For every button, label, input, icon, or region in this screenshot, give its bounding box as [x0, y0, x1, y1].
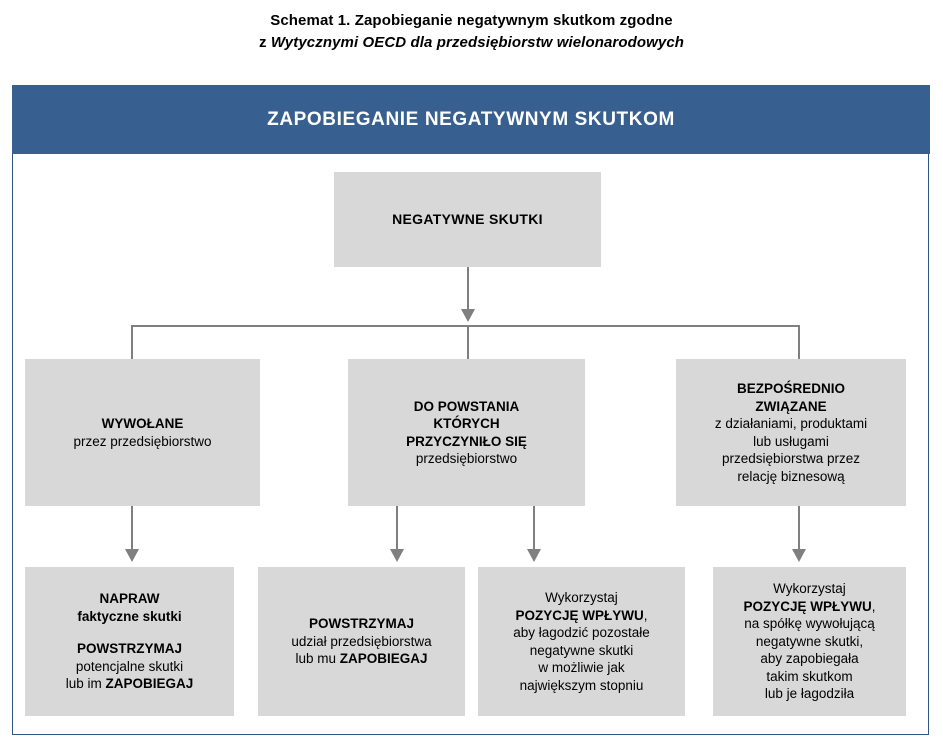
node-napraw-line-2: faktyczne skutki — [77, 608, 182, 624]
node-wywolane-heading: WYWOŁANE — [101, 416, 184, 431]
node-powstrzymaj-line-1: POWSTRZYMAJ — [308, 616, 414, 632]
node-bezposrednio-zwiazane-body-1: z działaniami, produktami — [714, 416, 868, 431]
node-pozycja-lagodzic-line-5: w możliwie jak — [538, 660, 625, 675]
node-pozycja-lagodzic-line-6: największym stopniu — [519, 677, 644, 693]
node-napraw-powstrzymaj-text: NAPRAW faktyczne skutki POWSTRZYMAJ pote… — [25, 590, 234, 693]
connector-mid-2-to-bot-2 — [396, 506, 398, 551]
node-bezposrednio-zwiazane: BEZPOŚREDNIO ZWIĄZANE z działaniami, pro… — [676, 359, 906, 506]
node-powstrzymaj-udzial-text: POWSTRZYMAJ udział przedsiębiorstwa lub … — [258, 615, 465, 668]
node-pozycja-spolka-line-2-suffix: , — [871, 598, 876, 614]
node-pozycja-wplywu-lagodzic: Wykorzystaj POZYCJĘ WPŁYWU, aby łagodzić… — [478, 567, 685, 716]
node-pozycja-wplywu-spolka-text: Wykorzystaj POZYCJĘ WPŁYWU, na spółkę wy… — [713, 580, 906, 703]
node-napraw-spacer — [31, 625, 228, 640]
node-pozycja-spolka-line-2-bold: POZYCJĘ WPŁYWU — [743, 598, 872, 614]
node-napraw-line-4: potencjalne skutki — [75, 658, 184, 674]
node-napraw-powstrzymaj: NAPRAW faktyczne skutki POWSTRZYMAJ pote… — [25, 567, 234, 716]
figure-title-line-2-prefix: z — [258, 34, 271, 51]
arrowhead-top-to-bus — [461, 309, 475, 322]
node-pozycja-lagodzic-line-2-bold: POZYCJĘ WPŁYWU — [515, 607, 644, 623]
arrowhead-mid-2-to-bot-2 — [390, 549, 404, 562]
connector-mid-1-to-bot-1 — [131, 506, 133, 551]
diagram-header-label: ZAPOBIEGANIE NEGATYWNYM SKUTKOM — [267, 108, 675, 130]
node-przyczynilo-sie-heading-1: DO POWSTANIA — [413, 398, 520, 414]
node-napraw-line-5-prefix: lub im — [65, 676, 106, 692]
node-pozycja-spolka-line-5: aby zapobiegała — [760, 651, 859, 667]
node-negatywne-skutki-label: NEGATYWNE SKUTKI — [392, 210, 543, 227]
diagram-header-bar: ZAPOBIEGANIE NEGATYWNYM SKUTKOM — [12, 85, 930, 154]
connector-bus-horizontal — [131, 325, 800, 327]
node-wywolane-text: WYWOŁANE przez przedsiębiorstwo — [25, 415, 260, 450]
figure-title-line-2: z Wytycznymi OECD dla przedsiębiorstw wi… — [0, 32, 943, 54]
node-przyczynilo-sie: DO POWSTANIA KTÓRYCH PRZYCZYNIŁO SIĘ prz… — [348, 359, 585, 506]
connector-mid-2-to-bot-3 — [533, 506, 535, 551]
node-pozycja-spolka-line-4: negatywne skutki, — [755, 633, 864, 649]
node-wywolane-body: przez przedsiębiorstwo — [73, 433, 212, 449]
node-powstrzymaj-line-2: udział przedsiębiorstwa — [291, 633, 432, 649]
node-przyczynilo-sie-heading-2: KTÓRYCH — [433, 416, 500, 431]
node-bezposrednio-zwiazane-text: BEZPOŚREDNIO ZWIĄZANE z działaniami, pro… — [676, 380, 906, 485]
connector-bus-to-mid-1 — [131, 325, 133, 360]
node-pozycja-lagodzic-line-4: negatywne skutki — [529, 642, 634, 658]
node-pozycja-spolka-line-1: Wykorzystaj — [773, 581, 846, 597]
node-bezposrednio-zwiazane-body-3: przedsiębiorstwa przez — [721, 451, 861, 466]
node-bezposrednio-zwiazane-body-2: lub usługami — [753, 433, 829, 449]
node-bezposrednio-zwiazane-heading-2: ZWIĄZANE — [755, 398, 827, 414]
node-bezposrednio-zwiazane-body-4: relację biznesową — [737, 468, 845, 484]
arrowhead-mid-2-to-bot-3 — [527, 549, 541, 562]
node-pozycja-lagodzic-line-2-suffix: , — [643, 607, 648, 623]
arrowhead-mid-3-to-bot-4 — [792, 549, 806, 562]
node-pozycja-spolka-line-6: takim skutkom — [766, 668, 853, 684]
node-pozycja-spolka-line-7: lub je łagodziła — [764, 686, 855, 702]
node-pozycja-wplywu-lagodzic-text: Wykorzystaj POZYCJĘ WPŁYWU, aby łagodzić… — [478, 589, 685, 694]
connector-top-to-bus — [467, 267, 469, 311]
node-bezposrednio-zwiazane-heading-1: BEZPOŚREDNIO — [736, 381, 845, 396]
node-pozycja-wplywu-spolka: Wykorzystaj POZYCJĘ WPŁYWU, na spółkę wy… — [713, 567, 906, 716]
connector-mid-3-to-bot-4 — [798, 506, 800, 551]
node-przyczynilo-sie-text: DO POWSTANIA KTÓRYCH PRZYCZYNIŁO SIĘ prz… — [348, 398, 585, 468]
connector-bus-to-mid-2 — [467, 325, 469, 360]
node-napraw-line-5-bold: ZAPOBIEGAJ — [105, 676, 194, 692]
node-pozycja-lagodzic-line-1: Wykorzystaj — [545, 590, 618, 605]
node-powstrzymaj-udzial: POWSTRZYMAJ udział przedsiębiorstwa lub … — [258, 567, 465, 716]
node-przyczynilo-sie-heading-3: PRZYCZYNIŁO SIĘ — [406, 433, 527, 449]
figure-title-line-1: Schemat 1. Zapobieganie negatywnym skutk… — [270, 12, 673, 29]
figure-title-line-2-italic: Wytycznymi OECD dla przedsiębiorstw wiel… — [270, 34, 685, 51]
node-wywolane: WYWOŁANE przez przedsiębiorstwo — [25, 359, 260, 506]
arrowhead-mid-1-to-bot-1 — [125, 549, 139, 562]
node-pozycja-spolka-line-3: na spółkę wywołującą — [744, 616, 875, 632]
node-powstrzymaj-line-3-prefix: lub mu — [295, 651, 340, 667]
node-napraw-line-3: POWSTRZYMAJ — [76, 641, 182, 657]
node-przyczynilo-sie-body: przedsiębiorstwo — [415, 451, 518, 466]
figure-title: Schemat 1. Zapobieganie negatywnym skutk… — [0, 10, 943, 54]
node-pozycja-lagodzic-line-3: aby łagodzić pozostałe — [513, 625, 650, 640]
node-negatywne-skutki: NEGATYWNE SKUTKI — [334, 172, 601, 267]
node-napraw-line-1: NAPRAW — [99, 591, 160, 607]
node-powstrzymaj-line-3-bold: ZAPOBIEGAJ — [339, 651, 428, 667]
connector-bus-to-mid-3 — [798, 325, 800, 360]
